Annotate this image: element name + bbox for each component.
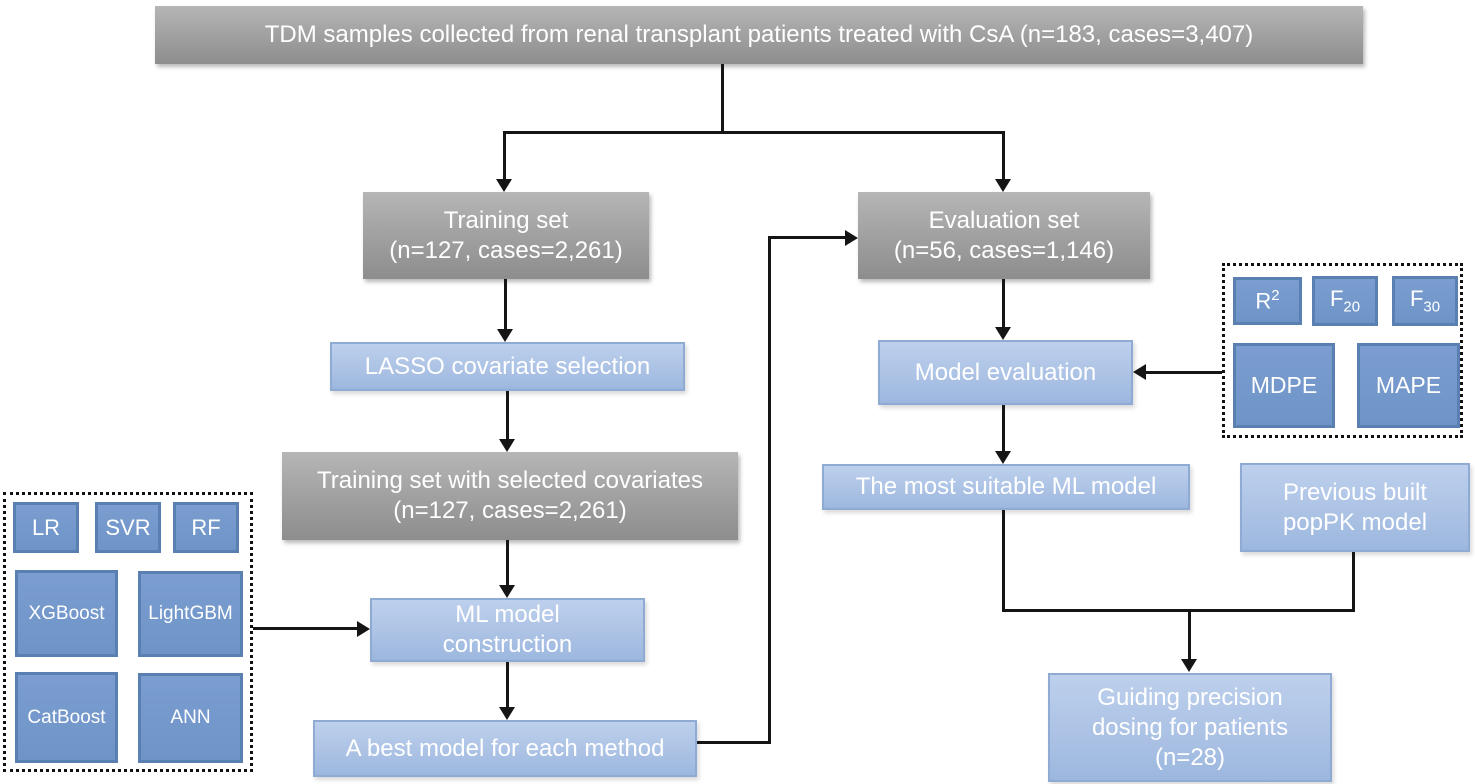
connector-training-lasso xyxy=(504,279,507,329)
arrowhead-training-set xyxy=(496,179,512,192)
arrowhead-most-suitable xyxy=(995,451,1011,464)
ml-construction-line1: ML model xyxy=(455,601,560,628)
model-evaluation-box: Model evaluation xyxy=(878,340,1133,405)
model-evaluation-label: Model evaluation xyxy=(914,358,1097,386)
training-selected-line1: Training set with selected covariates xyxy=(317,467,703,494)
connector-split-right-drop xyxy=(1002,131,1005,179)
metric-mape-label: MAPE xyxy=(1375,372,1442,399)
method-lightgbm-label: LightGBM xyxy=(148,603,233,625)
most-suitable-box: The most suitable ML model xyxy=(822,464,1190,510)
guiding-line1: Guiding precision xyxy=(1097,683,1283,711)
connector-merge-drop xyxy=(1188,609,1191,659)
connector-modeleval-suitable xyxy=(1002,405,1005,451)
method-catboost-label: CatBoost xyxy=(27,706,106,728)
connector-poppk-merge xyxy=(1352,552,1355,612)
top-box: TDM samples collected from renal transpl… xyxy=(155,6,1363,64)
metric-r2-label: R2 xyxy=(1255,287,1280,314)
metric-box-f30: F30 xyxy=(1392,276,1458,326)
metric-box-r2: R2 xyxy=(1233,277,1302,325)
guiding-line2: dosing for patients xyxy=(1091,713,1289,741)
connector-merge-horizontal xyxy=(1002,609,1355,612)
poppk-line2: popPK model xyxy=(1282,508,1428,536)
connector-suitable-merge xyxy=(1002,510,1005,612)
method-box-lr: LR xyxy=(13,502,79,553)
method-ann-label: ANN xyxy=(170,707,211,729)
method-box-rf: RF xyxy=(173,502,239,553)
most-suitable-label: The most suitable ML model xyxy=(855,473,1157,500)
connector-methods-construction xyxy=(253,627,357,630)
method-xgboost-label: XGBoost xyxy=(28,602,105,624)
guiding-line3: (n=28) xyxy=(1154,743,1226,771)
arrowhead-metrics-modeleval xyxy=(1133,364,1146,380)
metric-box-mape: MAPE xyxy=(1357,343,1460,428)
arrowhead-model-evaluation xyxy=(995,327,1011,340)
guiding-box: Guiding precision dosing for patients (n… xyxy=(1048,673,1332,782)
training-set-line2: (n=127, cases=2,261) xyxy=(389,236,623,264)
evaluation-set-box: Evaluation set (n=56, cases=1,146) xyxy=(858,192,1150,279)
arrowhead-feedback-evaluation xyxy=(845,230,858,246)
evaluation-set-line1: Evaluation set xyxy=(928,206,1080,234)
lasso-label: LASSO covariate selection xyxy=(364,352,651,380)
metric-mdpe-label: MDPE xyxy=(1250,372,1318,399)
connector-evaluation-modeleval xyxy=(1002,279,1005,327)
connector-lasso-selected xyxy=(506,391,509,439)
metric-f30-label: F30 xyxy=(1409,285,1441,316)
arrowhead-ml-construction xyxy=(499,585,515,598)
arrowhead-training-selected xyxy=(499,439,515,452)
connector-feedback-top xyxy=(768,236,845,239)
method-box-xgboost: XGBoost xyxy=(15,570,118,657)
arrowhead-lasso xyxy=(497,329,513,342)
method-box-ann: ANN xyxy=(138,673,243,763)
ml-construction-box: ML model construction xyxy=(370,598,645,662)
training-selected-line2: (n=127, cases=2,261) xyxy=(393,497,627,524)
arrowhead-guiding xyxy=(1181,659,1197,672)
evaluation-set-line2: (n=56, cases=1,146) xyxy=(893,236,1115,264)
poppk-box: Previous built popPK model xyxy=(1240,463,1470,552)
arrowhead-evaluation-set xyxy=(995,179,1011,192)
training-selected-box: Training set with selected covariates (n… xyxy=(282,452,738,540)
connector-top-stub xyxy=(721,64,724,134)
method-rf-label: RF xyxy=(191,514,221,540)
metric-box-mdpe: MDPE xyxy=(1233,343,1335,428)
best-model-box: A best model for each method xyxy=(313,720,697,777)
metric-box-f20: F20 xyxy=(1312,276,1378,326)
method-box-svr: SVR xyxy=(95,502,161,553)
poppk-line1: Previous built xyxy=(1282,478,1428,506)
metric-f20-label: F20 xyxy=(1329,285,1361,316)
training-set-line1: Training set xyxy=(443,206,569,234)
arrowhead-best-model xyxy=(499,707,515,720)
top-box-label: TDM samples collected from renal transpl… xyxy=(264,21,1254,48)
connector-selected-construction xyxy=(506,540,509,585)
connector-metrics-modeleval xyxy=(1146,371,1222,374)
connector-split-left-drop xyxy=(503,131,506,179)
method-box-lightgbm: LightGBM xyxy=(138,571,243,657)
best-model-label: A best model for each method xyxy=(345,734,665,762)
connector-feedback-vertical xyxy=(768,236,771,744)
method-lr-label: LR xyxy=(31,514,61,540)
lasso-box: LASSO covariate selection xyxy=(330,342,685,391)
method-box-catboost: CatBoost xyxy=(15,672,118,763)
method-svr-label: SVR xyxy=(105,514,151,540)
connector-feedback-bottom xyxy=(697,741,771,744)
arrowhead-methods-construction xyxy=(357,621,370,637)
connector-split-horizontal xyxy=(503,131,1005,134)
connector-construction-best xyxy=(506,662,509,707)
training-set-box: Training set (n=127, cases=2,261) xyxy=(363,192,649,279)
ml-construction-line2: construction xyxy=(442,631,573,658)
